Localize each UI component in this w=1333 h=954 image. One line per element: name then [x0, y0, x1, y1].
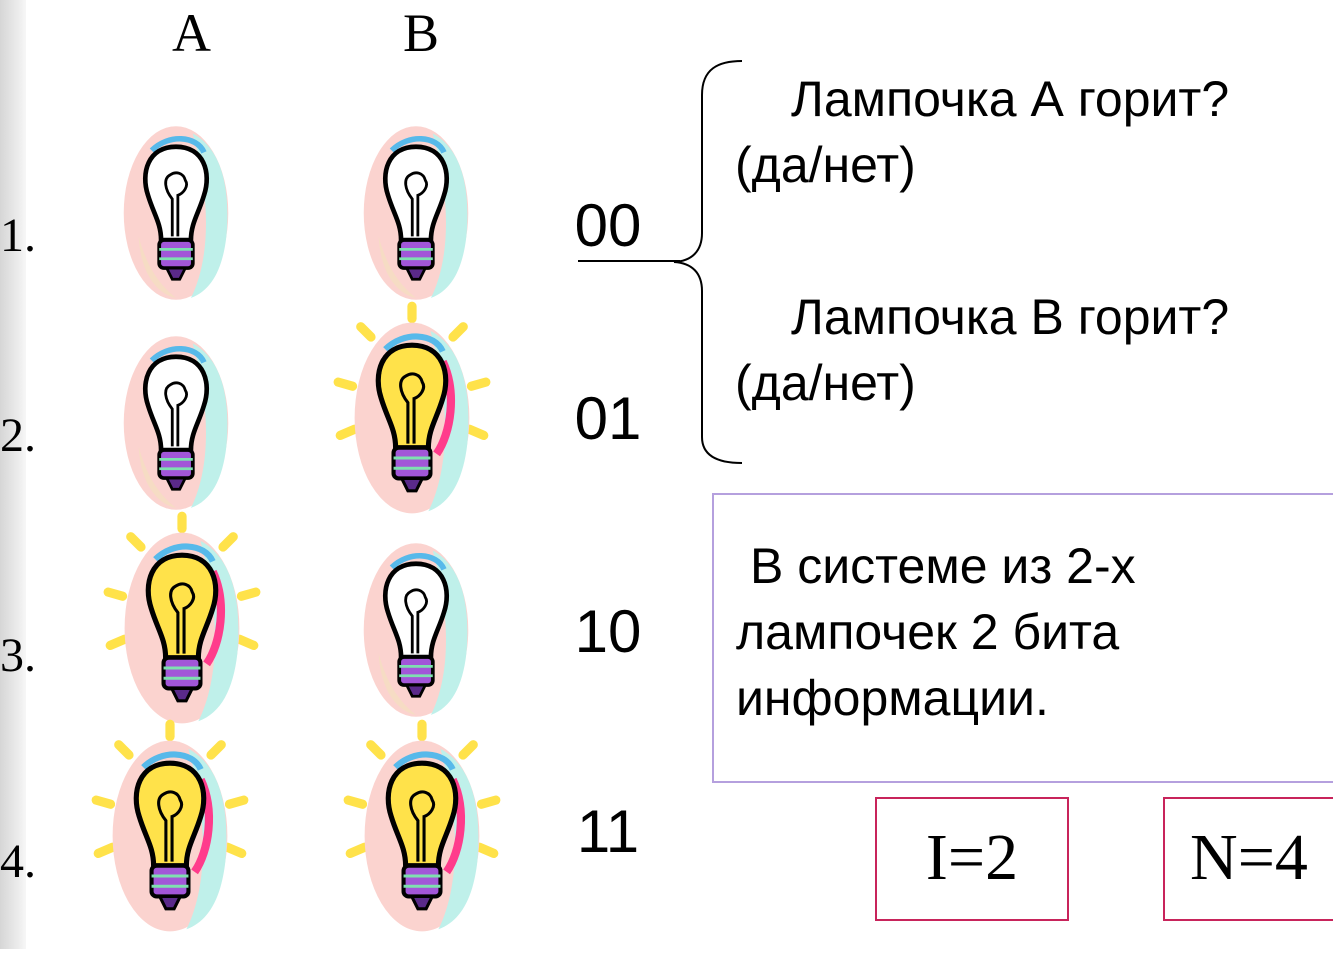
- row-number-1: 1.: [0, 209, 36, 262]
- binary-code-4: 11: [576, 798, 640, 865]
- slide-left-strip: [0, 0, 26, 949]
- light-bulb-off-icon: [120, 328, 232, 518]
- light-bulb-on-icon: [100, 510, 264, 746]
- light-bulb-on-icon: [330, 300, 494, 536]
- row-number-2: 2.: [0, 409, 36, 462]
- column-label-a: A: [172, 3, 211, 63]
- info-line-2: лампочек 2 бита: [736, 604, 1120, 660]
- info-line-1: В системе из 2-х: [750, 538, 1136, 594]
- binary-code-1: 00: [574, 192, 642, 259]
- column-label-b: B: [403, 3, 440, 63]
- question-lamp-a: Лампочка А горит? (да/нет): [735, 66, 1333, 198]
- formula-i: I=2: [875, 797, 1069, 921]
- question-lamp-a-text: Лампочка А горит?: [791, 71, 1230, 127]
- light-bulb-off-icon: [120, 118, 232, 308]
- question-lamp-b: Лампочка В горит? (да/нет): [735, 284, 1333, 416]
- light-bulb-off-icon: [360, 118, 472, 308]
- curly-brace: [578, 60, 743, 464]
- row-number-3: 3.: [0, 629, 36, 682]
- binary-code-3: 10: [574, 598, 642, 665]
- question-lamp-a-options: (да/нет): [735, 137, 916, 193]
- question-lamp-b-text: Лампочка В горит?: [791, 289, 1230, 345]
- light-bulb-on-icon: [340, 718, 504, 954]
- question-lamp-b-options: (да/нет): [735, 355, 916, 411]
- light-bulb-on-icon: [88, 718, 252, 954]
- row-number-4: 4.: [0, 835, 36, 888]
- info-box: В системе из 2-х лампочек 2 бита информа…: [712, 493, 1333, 783]
- light-bulb-off-icon: [360, 535, 472, 725]
- binary-code-2: 01: [574, 385, 642, 452]
- info-line-3: информации.: [736, 670, 1049, 726]
- formula-n: N=4: [1163, 797, 1333, 921]
